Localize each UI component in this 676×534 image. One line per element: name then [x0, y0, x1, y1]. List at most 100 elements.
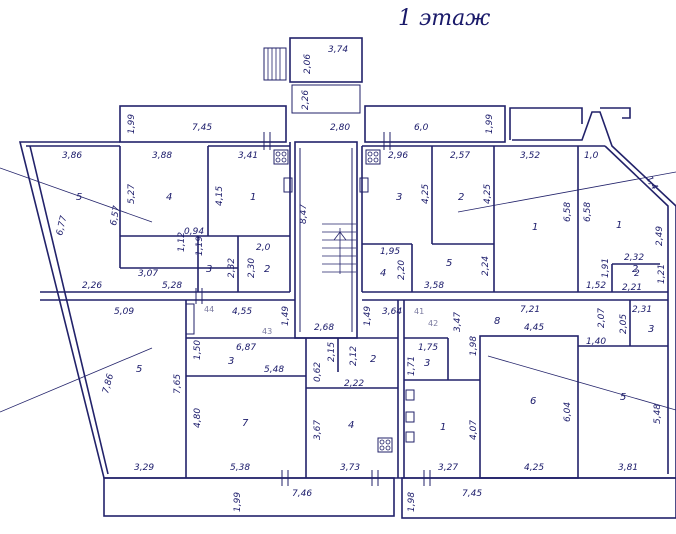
room-number: 5	[446, 258, 452, 269]
dim: 1,98	[469, 336, 479, 356]
dim: 2,31	[632, 305, 652, 315]
dim: 7,21	[520, 305, 540, 315]
room-number: 2	[370, 354, 376, 365]
dim: 2,15	[327, 342, 337, 362]
dim: 4,25	[483, 184, 493, 204]
stamp: 43	[262, 327, 272, 336]
dim: 3,07	[138, 269, 158, 279]
dim: 8,47	[299, 204, 309, 224]
dim: 4,07	[469, 420, 479, 440]
dim: 2,32	[227, 258, 237, 278]
dim: 4,25	[524, 463, 544, 473]
dim: 5,28	[162, 281, 182, 291]
room-number: 4	[380, 268, 386, 279]
dim: 5,27	[127, 184, 137, 204]
dim: 6,87	[236, 343, 256, 353]
dim: 2,07	[597, 308, 607, 328]
room-number: 2	[458, 192, 464, 203]
dim: 1,95	[380, 247, 400, 257]
floor-title: 1 этаж	[398, 6, 491, 31]
dim: 1,12	[177, 232, 187, 252]
dim: 4,45	[524, 323, 544, 333]
room-number: 2	[264, 264, 270, 275]
dim: 0,94	[184, 227, 204, 237]
dim: 1,91	[601, 258, 611, 278]
dim: 6,0	[414, 123, 429, 133]
dim: 1,21	[657, 264, 667, 284]
room-number: 3	[648, 324, 654, 335]
dim: 3,74	[328, 45, 348, 55]
room-number: 4	[348, 420, 354, 431]
dim: 6,58	[583, 202, 593, 222]
dim: 1,71	[407, 356, 417, 376]
room-number: 6	[530, 396, 536, 407]
dim: 3,27	[438, 463, 458, 473]
room-number: 1	[440, 422, 446, 433]
dim: 7,45	[192, 123, 212, 133]
dim: 3,41	[238, 151, 258, 161]
walls-top-right	[208, 145, 668, 301]
dim: 2,12	[349, 346, 359, 366]
dim: 3,88	[152, 151, 172, 161]
dim: 6,57	[109, 205, 122, 227]
dim: 1,52	[586, 281, 606, 291]
dim: 4,80	[193, 408, 203, 428]
dim: 2,22	[344, 379, 364, 389]
room-number: 3	[206, 264, 212, 275]
dim: 6,04	[563, 402, 573, 422]
dim: 3,67	[313, 420, 323, 440]
dim: 5,38	[230, 463, 250, 473]
dim: 3,73	[340, 463, 360, 473]
dim: 7,65	[173, 374, 183, 394]
dim: 5,48	[653, 404, 663, 424]
dim: 1,49	[281, 306, 291, 326]
room-number: 7	[242, 418, 249, 429]
room-number: 1	[616, 220, 622, 231]
dim: 2,26	[82, 281, 102, 291]
room-number: 1	[250, 192, 256, 203]
room-number: 1	[532, 222, 538, 233]
stamp-numbers: 44 43 41 42	[204, 305, 438, 336]
dim: 2,68	[314, 323, 334, 333]
dim: 0,62	[313, 362, 323, 382]
dim: 2,21	[622, 283, 642, 293]
dim: 4,25	[421, 184, 431, 204]
dim: 2,96	[388, 151, 408, 161]
walls-bottom-left	[185, 300, 399, 478]
dim: 1,99	[485, 114, 495, 134]
dim: 1,98	[407, 492, 417, 512]
room-number: 8	[494, 316, 500, 327]
dim: 7,45	[462, 489, 482, 499]
room-number: 5	[76, 192, 82, 203]
dim: 3,58	[424, 281, 444, 291]
dim: 1,19	[195, 236, 205, 256]
dim: 5,09	[114, 307, 134, 317]
dim: 1,99	[127, 114, 137, 134]
dim: 5,48	[264, 365, 284, 375]
dim: 2,32	[624, 253, 644, 263]
dim: 4,55	[232, 307, 252, 317]
room-number: 2	[632, 264, 638, 275]
dim: 1,0	[584, 151, 599, 161]
dim: 2,20	[397, 260, 407, 280]
entrance-porch	[263, 37, 363, 114]
dimension-labels: 3,74 2,06 2,26 2,80 1,99 7,45 6,0 1,99 3…	[55, 45, 667, 512]
dim: 2,80	[330, 123, 350, 133]
dim: 1,99	[233, 492, 243, 512]
dim: 2,24	[481, 256, 491, 276]
stair-flight	[322, 223, 356, 274]
dim: 6,58	[563, 202, 573, 222]
dim: 2	[634, 269, 640, 279]
dim: 2,30	[247, 258, 257, 278]
dim: 6,77	[55, 215, 69, 237]
stamp: 42	[428, 319, 438, 328]
stove-icons	[273, 149, 393, 453]
bottom-balconies	[103, 477, 676, 519]
dim: 1,40	[586, 337, 606, 347]
stair-core	[283, 141, 369, 339]
dim: 1,50	[193, 340, 203, 360]
dim: 2,0	[256, 243, 271, 253]
dim: 3,81	[618, 463, 638, 473]
dim: 2,49	[655, 226, 665, 246]
dim: 2,06	[303, 54, 313, 74]
